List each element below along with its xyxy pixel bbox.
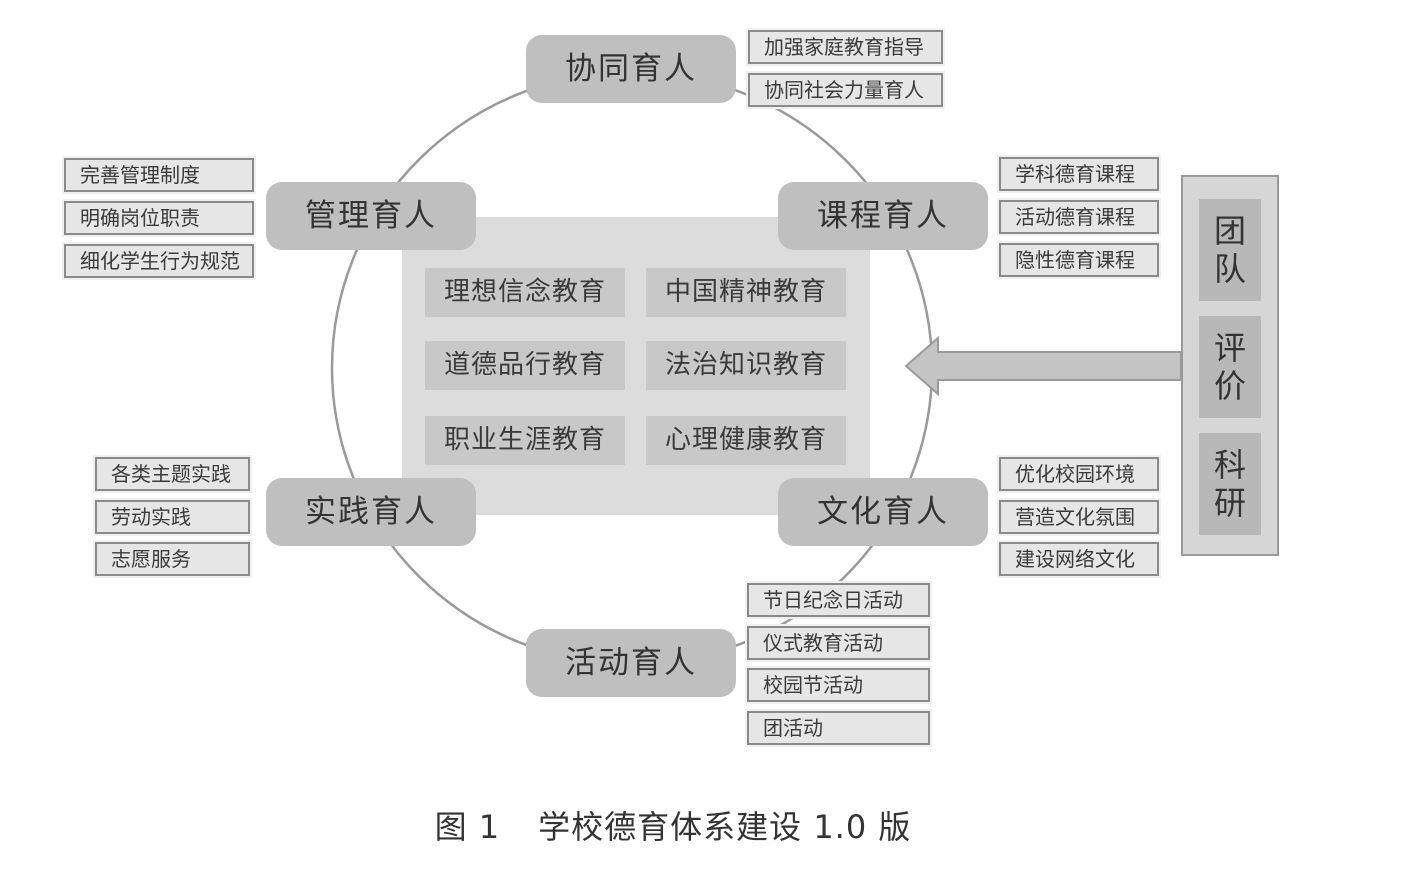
content-item-mental-health: 心理健康教育 xyxy=(646,416,846,465)
node-collaborative: 协同育人 xyxy=(526,35,736,103)
support-research: 科 研 xyxy=(1199,433,1261,535)
support-evaluation: 评 价 xyxy=(1199,316,1261,418)
node-management: 管理育人 xyxy=(266,182,476,250)
content-item-chinese-spirit: 中国精神教育 xyxy=(646,268,846,317)
content-item-career: 职业生涯教育 xyxy=(425,416,625,465)
node-curriculum: 课程育人 xyxy=(778,182,988,250)
leaf-job-duties: 明确岗位职责 xyxy=(62,199,256,237)
support-research-char-2: 研 xyxy=(1213,484,1246,522)
leaf-family-guidance: 加强家庭教育指导 xyxy=(746,28,945,66)
leaf-labor-practice: 劳动实践 xyxy=(93,498,252,536)
node-practice: 实践育人 xyxy=(266,478,476,546)
leaf-league-activities: 团活动 xyxy=(745,709,932,747)
content-item-ideals: 理想信念教育 xyxy=(425,268,625,317)
support-evaluation-char-1: 评 xyxy=(1213,329,1246,367)
leaf-campus-festival: 校园节活动 xyxy=(745,666,932,704)
leaf-theme-practice: 各类主题实践 xyxy=(93,455,252,493)
leaf-festival-activities: 节日纪念日活动 xyxy=(745,581,932,619)
figure-number: 图 1 xyxy=(434,808,501,846)
support-panel: 团 队 评 价 科 研 xyxy=(1181,175,1279,556)
support-evaluation-char-2: 价 xyxy=(1213,367,1246,405)
leaf-campus-environment: 优化校园环境 xyxy=(997,455,1161,493)
leaf-network-culture: 建设网络文化 xyxy=(997,540,1161,578)
leaf-hidden-courses: 隐性德育课程 xyxy=(997,241,1161,279)
support-team-char-2: 队 xyxy=(1213,250,1246,288)
leaf-cultural-atmosphere: 营造文化氛围 xyxy=(997,498,1161,536)
leaf-activity-courses: 活动德育课程 xyxy=(997,198,1161,236)
leaf-management-system: 完善管理制度 xyxy=(62,156,256,194)
support-research-char-1: 科 xyxy=(1213,446,1246,484)
education-content-panel: 理想信念教育 中国精神教育 道德品行教育 法治知识教育 职业生涯教育 心理健康教… xyxy=(402,217,870,515)
leaf-volunteer-service: 志愿服务 xyxy=(93,540,252,578)
figure-title: 学校德育体系建设 1.0 版 xyxy=(538,808,912,846)
leaf-behavior-norms: 细化学生行为规范 xyxy=(62,242,256,280)
content-item-morality: 道德品行教育 xyxy=(425,341,625,390)
content-item-rule-of-law: 法治知识教育 xyxy=(646,341,846,390)
leaf-social-forces: 协同社会力量育人 xyxy=(746,71,945,109)
node-culture: 文化育人 xyxy=(778,478,988,546)
figure-caption: 图 1 学校德育体系建设 1.0 版 xyxy=(0,802,1346,848)
input-arrow xyxy=(904,335,1182,397)
support-team: 团 队 xyxy=(1199,199,1261,301)
support-team-char-1: 团 xyxy=(1213,212,1246,250)
leaf-ceremony-activities: 仪式教育活动 xyxy=(745,624,932,662)
node-activity: 活动育人 xyxy=(526,629,736,697)
leaf-subject-courses: 学科德育课程 xyxy=(997,155,1161,193)
